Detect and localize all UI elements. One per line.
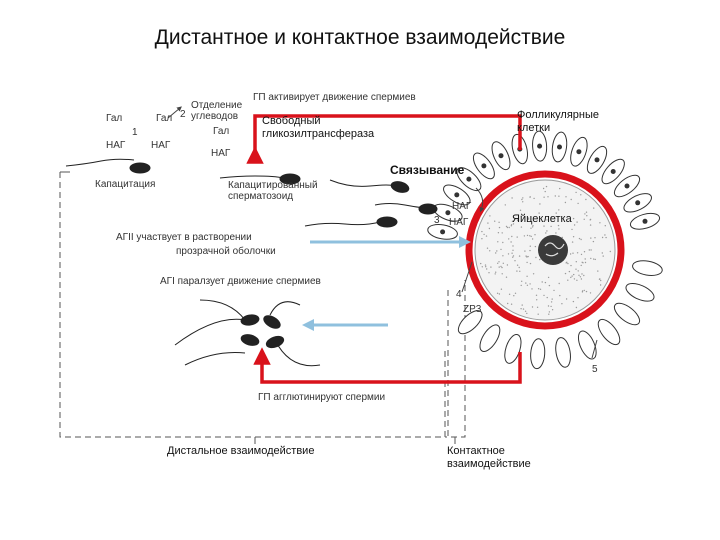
- follicular-nucleus: [499, 153, 504, 158]
- label-nag-bind-2: НАГ: [449, 217, 469, 228]
- follicular-cell: [594, 316, 624, 348]
- label-nag-1: НАГ: [106, 140, 126, 151]
- sperm-head: [390, 180, 410, 194]
- label-separation: Отделение: [191, 100, 243, 111]
- follicular-nucleus: [557, 145, 562, 150]
- follicular-cell: [611, 299, 643, 329]
- label-gp-agglutinate: ГП агглютинируют спермии: [258, 392, 385, 403]
- follicular-cell: [476, 322, 504, 355]
- label-gal-1: Гал: [106, 113, 122, 124]
- label-zp3: ZP3: [463, 304, 482, 315]
- distal-bracket: [60, 172, 447, 437]
- follicular-nucleus: [643, 219, 648, 224]
- label-follicular: Фолликулярные: [517, 109, 599, 121]
- follicular-cell: [631, 259, 663, 278]
- label-capacitated: Капацитированный: [228, 180, 318, 191]
- follicular-nucleus: [625, 184, 630, 189]
- label-free-gt-2: гликозилтрансфераза: [262, 128, 375, 140]
- follicular-nucleus: [454, 192, 459, 197]
- label-capacitated-2: сперматозоид: [228, 191, 293, 202]
- label-num-3: 3: [434, 215, 440, 226]
- sperm-head: [265, 334, 285, 350]
- label-num-4: 4: [456, 289, 462, 300]
- label-distal: Дистальное взаимодействие: [167, 445, 314, 457]
- follicular-nucleus: [635, 200, 640, 205]
- label-gal-3: Гал: [213, 126, 229, 137]
- label-free-gt: Свободный: [262, 115, 321, 127]
- follicular-cell: [554, 336, 573, 368]
- label-gp-activates: ГП активирует движение спермиев: [253, 92, 416, 103]
- follicular-nucleus: [481, 163, 486, 168]
- follicular-nucleus: [440, 229, 445, 234]
- label-nag-bind-1: НАГ: [452, 201, 472, 212]
- follicular-cell: [530, 338, 546, 369]
- red-arrow-agglutination: [262, 352, 520, 382]
- label-gal-2: Гал: [156, 113, 172, 124]
- label-agii-2: прозрачной оболочки: [176, 245, 276, 257]
- follicular-nucleus: [445, 210, 450, 215]
- follicular-nucleus: [576, 149, 581, 154]
- label-binding: Связывание: [390, 163, 465, 177]
- sperm-head: [240, 333, 260, 347]
- label-follicular-2: клетки: [517, 122, 550, 134]
- label-separation-2: углеводов: [191, 111, 238, 122]
- egg-cell: [469, 174, 621, 326]
- nucleus: [538, 235, 568, 265]
- label-nag-2: НАГ: [151, 140, 171, 151]
- sperm-head: [419, 204, 437, 214]
- follicular-nucleus: [611, 169, 616, 174]
- label-contact: Контактное: [447, 445, 505, 457]
- label-egg: Яйцеклетка: [512, 213, 573, 225]
- label-contact-2: взаимодействие: [447, 458, 531, 470]
- follicular-cell: [623, 280, 656, 305]
- follicular-nucleus: [595, 157, 600, 162]
- label-agii: АГII участвует в растворении: [116, 232, 252, 243]
- follicular-nucleus: [537, 144, 542, 149]
- label-agi: АГI паралзует движение спермиев: [160, 276, 321, 287]
- sperm-head: [130, 163, 150, 173]
- follicular-nucleus: [466, 177, 471, 182]
- label-nag-3: НАГ: [211, 148, 231, 159]
- label-num-5: 5: [592, 364, 598, 375]
- label-capacitation: Капацитация: [95, 179, 155, 190]
- label-num-2: 2: [180, 109, 186, 120]
- sperm-head: [262, 313, 283, 331]
- sperm-head: [240, 314, 259, 327]
- label-num-1: 1: [132, 127, 138, 138]
- sperm-head: [377, 217, 397, 227]
